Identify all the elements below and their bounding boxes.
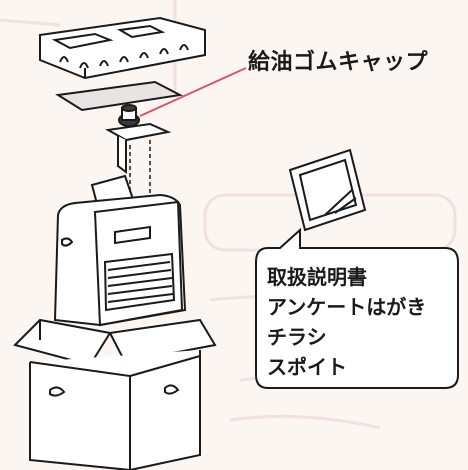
list-item: アンケートはがき xyxy=(267,295,427,319)
list-item: スポイト xyxy=(267,355,347,379)
heater-unit xyxy=(53,193,187,327)
fuel-tank-bracket xyxy=(104,104,172,174)
manual-booklet-icon xyxy=(288,148,367,232)
included-items-list: 取扱説明書 アンケートはがき チラシ スポイト xyxy=(267,262,426,382)
top-cushion xyxy=(39,16,206,80)
cardboard-box xyxy=(13,318,217,470)
leader-line xyxy=(139,67,247,117)
list-item: 取扱説明書 xyxy=(267,265,367,289)
contents-speech-bubble xyxy=(255,227,459,389)
list-item: チラシ xyxy=(267,325,327,349)
flat-pad-sheet xyxy=(55,80,184,112)
fuel-rubber-cap-label: 給油ゴムキャップ xyxy=(248,50,429,75)
